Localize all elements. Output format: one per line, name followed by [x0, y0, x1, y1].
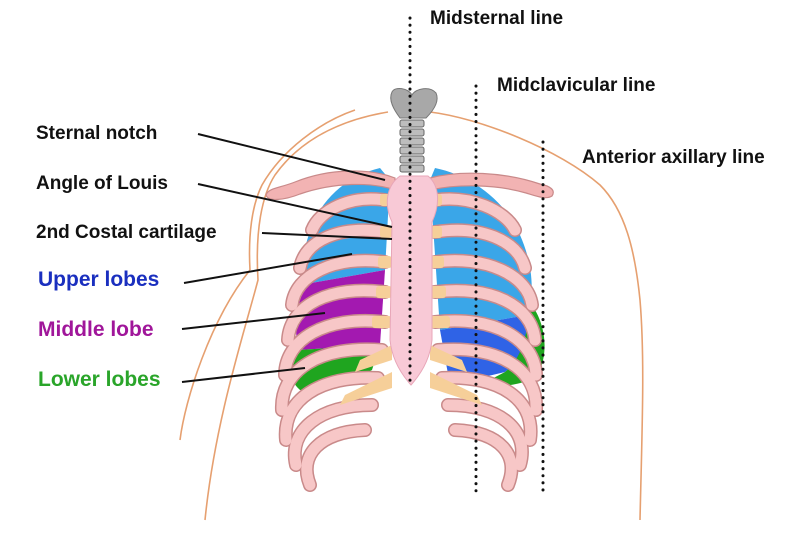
anterior-axillary-line-label: Anterior axillary line: [582, 147, 765, 168]
clavicles: [265, 170, 554, 200]
reference-lines: [408, 16, 545, 494]
ribs-left: [428, 192, 544, 492]
upper-lobes-label: Upper lobes: [38, 268, 160, 291]
lower-lobes-label: Lower lobes: [38, 368, 161, 391]
sternum: [386, 175, 438, 386]
trachea: [390, 87, 438, 173]
angle-of-louis-label: Angle of Louis: [36, 173, 168, 194]
costal-cartilages: [340, 194, 482, 405]
midsternal-line-label: Midsternal line: [430, 8, 564, 29]
ribs-right: [274, 192, 392, 492]
left-clavicle: [429, 172, 554, 199]
larynx: [390, 87, 438, 119]
body-outline: [179, 109, 644, 521]
sternal-notch-label: Sternal notch: [36, 123, 158, 144]
leader-lines: [181, 133, 393, 383]
middle-lobe-label: Middle lobe: [38, 318, 154, 341]
midclavicular-line-label: Midclavicular line: [497, 75, 656, 96]
costal-cartilage-label: 2nd Costal cartilage: [36, 222, 217, 243]
right-clavicle: [265, 170, 396, 200]
